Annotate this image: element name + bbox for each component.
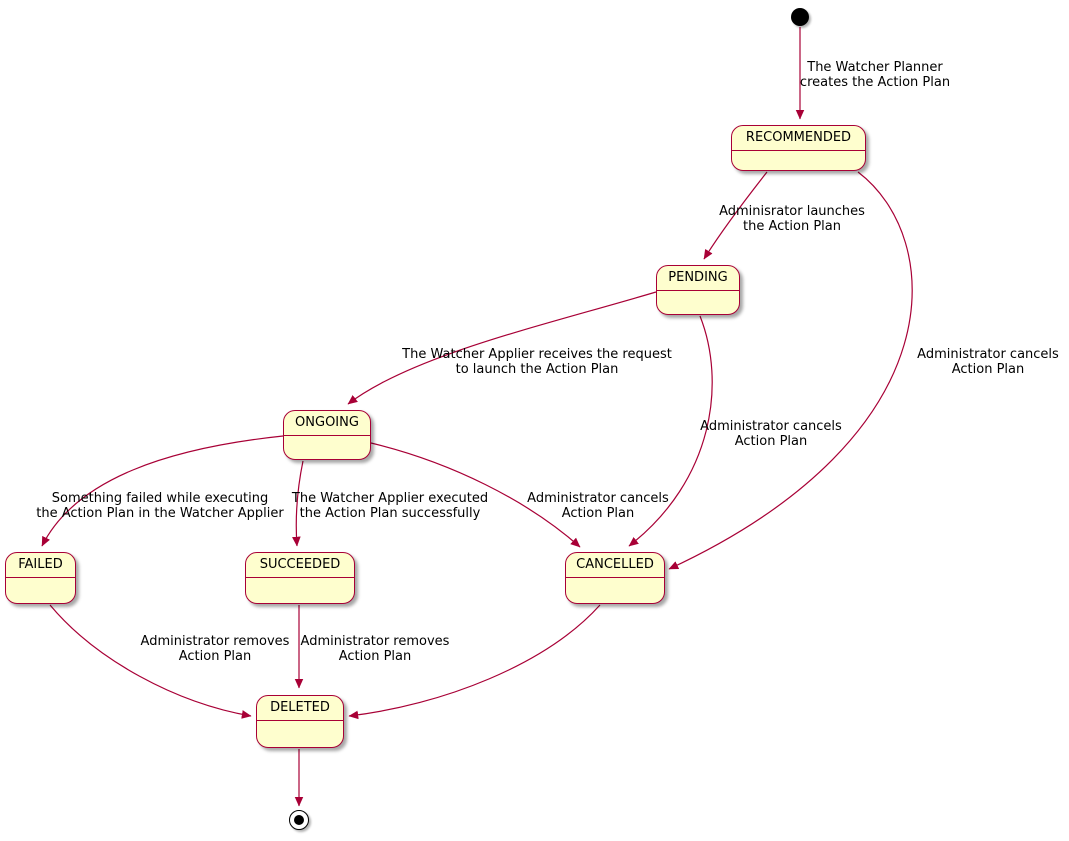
state-succeeded-body [246, 578, 354, 603]
state-failed-label: FAILED [6, 553, 75, 578]
state-ongoing-label: ONGOING [284, 411, 370, 436]
edge-label-line: Administrator removes [300, 634, 450, 649]
state-pending-body [657, 291, 739, 314]
edge-label-line: Adminisrator launches [719, 204, 865, 219]
state-recommended-body [732, 151, 865, 170]
state-cancelled-body [566, 578, 664, 603]
edge-label-line: Administrator cancels [527, 491, 669, 506]
edge-label-line: The Watcher Planner [807, 60, 943, 75]
state-deleted-body [257, 721, 343, 747]
edge-label-line: Administrator cancels [700, 419, 842, 434]
state-succeeded-label: SUCCEEDED [246, 553, 354, 578]
state-failed-body [6, 578, 75, 603]
state-failed: FAILED [5, 552, 76, 604]
edge-label-recommended-pending: Adminisrator launches the Action Plan [719, 204, 865, 234]
edge-label-line: the Action Plan [743, 219, 841, 234]
edge-label-line: the Action Plan successfully [299, 506, 481, 521]
edge-label-ongoing-failed: Something failed while executing the Act… [36, 491, 283, 521]
state-cancelled-label: CANCELLED [566, 553, 664, 578]
state-recommended-label: RECOMMENDED [732, 126, 865, 151]
edge-label-pending-ongoing: The Watcher Applier receives the request… [402, 347, 672, 377]
state-ongoing: ONGOING [283, 410, 371, 460]
edge-label-line: The Watcher Applier receives the request [402, 347, 672, 362]
state-pending-label: PENDING [657, 266, 739, 291]
edge-label-start-recommended: The Watcher Planner creates the Action P… [800, 60, 950, 90]
edge-label-pending-cancelled: Administrator cancels Action Plan [700, 419, 842, 449]
edge-label-line: Something failed while executing [51, 491, 269, 506]
final-state-dot [294, 815, 304, 825]
edge-label-line: Action Plan [734, 434, 808, 449]
state-pending: PENDING [656, 265, 740, 315]
edge-label-line: The Watcher Applier executed [291, 491, 489, 506]
edge-label-line: the Action Plan in the Watcher Applier [36, 506, 284, 521]
edge-label-line: Action Plan [561, 506, 635, 521]
initial-state-node [791, 8, 809, 26]
final-state-node [289, 810, 309, 830]
edge-label-ongoing-succeeded: The Watcher Applier executed the Action … [292, 491, 488, 521]
state-deleted: DELETED [256, 695, 344, 748]
state-succeeded: SUCCEEDED [245, 552, 355, 604]
edge-label-line: Action Plan [178, 649, 252, 664]
edge-label-line: to launch the Action Plan [455, 362, 619, 377]
state-ongoing-body [284, 436, 370, 459]
edge-label-ongoing-cancelled: Administrator cancels Action Plan [527, 491, 669, 521]
edge-label-failed-deleted: Administrator removes Action Plan [141, 634, 290, 664]
edge-label-line: Action Plan [951, 362, 1025, 377]
edge-label-line: Action Plan [338, 649, 412, 664]
state-cancelled: CANCELLED [565, 552, 665, 604]
edge-label-line: creates the Action Plan [799, 75, 951, 90]
edge-label-recommended-cancelled: Administrator cancels Action Plan [917, 347, 1059, 377]
edge-label-succeeded-deleted: Administrator removes Action Plan [301, 634, 450, 664]
edge-label-line: Administrator cancels [917, 347, 1059, 362]
edge-label-line: Administrator removes [140, 634, 290, 649]
state-recommended: RECOMMENDED [731, 125, 866, 171]
state-deleted-label: DELETED [257, 696, 343, 721]
